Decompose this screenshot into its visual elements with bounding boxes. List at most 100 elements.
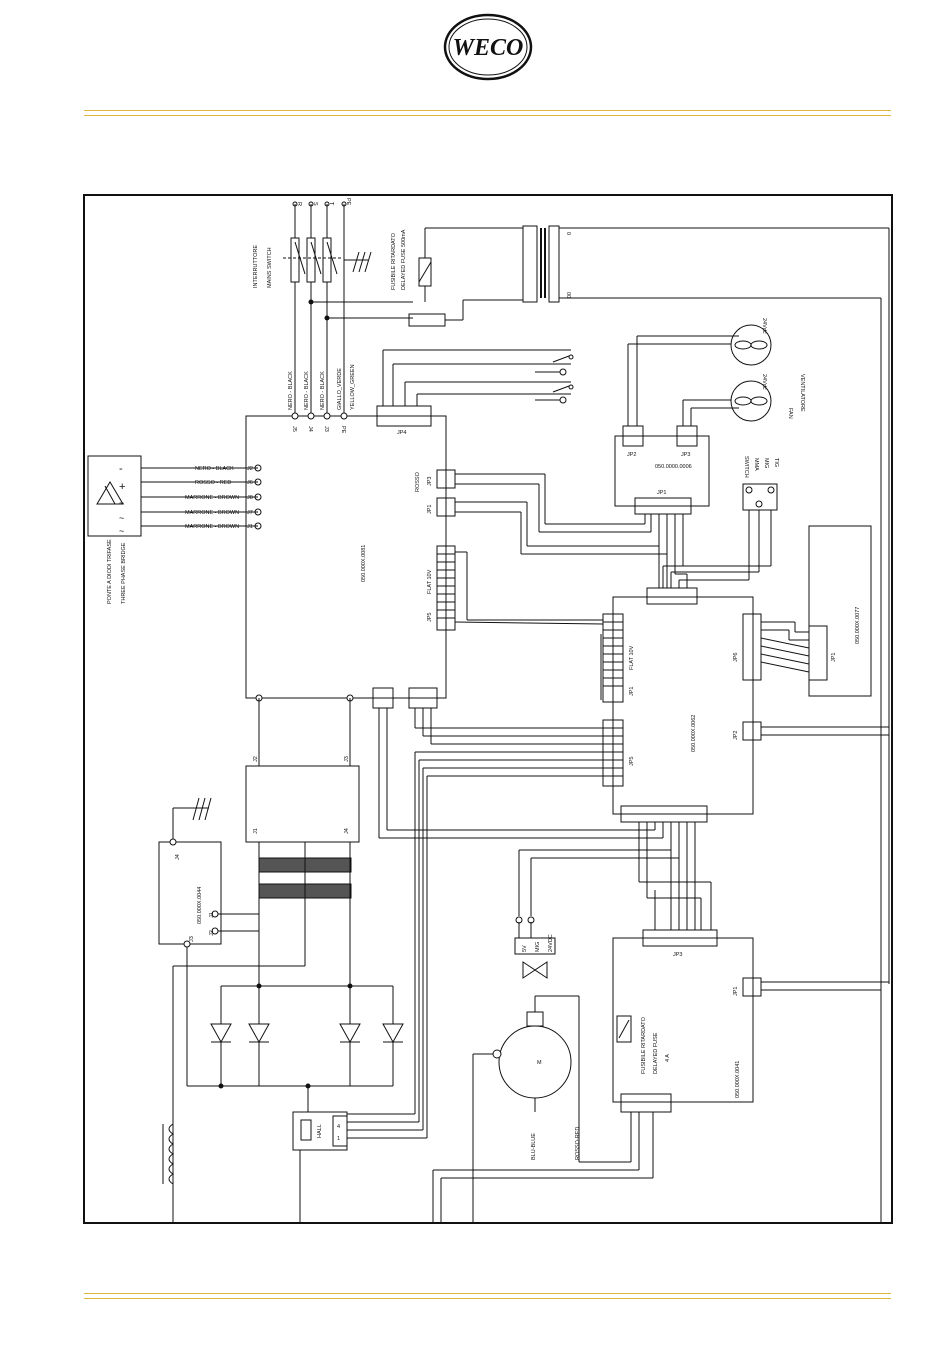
bridge-term-j2: J2: [247, 466, 253, 472]
aux-transformer: [522, 225, 890, 1222]
hf-board-code: 050.000X.0044: [197, 887, 203, 924]
fuse-500ma: [418, 227, 523, 302]
ctrl-jp2-label: JP2: [733, 731, 739, 740]
hf-j2-label: J2: [209, 930, 215, 936]
bridge-label-en: THREE PHASE BRIDGE: [121, 542, 127, 604]
switch-label: SWITCH: [743, 456, 749, 478]
bridge-wire-5: MARRONE - BROWN: [185, 524, 239, 530]
main-jp4-connector: [376, 405, 432, 427]
output-inductor: [162, 1123, 174, 1185]
panel-jp1-label: JP1: [831, 653, 837, 662]
out-j2-label: J2: [253, 756, 259, 762]
main-jp3-connector: [436, 469, 456, 489]
main-jp5-label: JP5: [427, 613, 433, 622]
pe-ground-symbol: [344, 251, 372, 273]
switch-tig: TIG: [773, 458, 779, 467]
wire-nero-2: NERO - BLACK: [304, 371, 310, 410]
bridge-term-j7: J7: [247, 510, 253, 516]
main-jp1-connector: [436, 497, 456, 517]
valve-5v-label: 5V: [522, 945, 528, 952]
ctrl-jp1-pins: [603, 621, 623, 687]
ctrl-jp2-connector: [742, 721, 762, 741]
flat-cable: [454, 551, 604, 700]
ctrl-jp5-label: JP5: [629, 757, 635, 766]
main-jp3-label: JP3: [427, 477, 433, 486]
motor-jp1-label: JP1: [733, 987, 739, 996]
control-board: [612, 596, 754, 815]
out-j4-label: J4: [344, 828, 350, 834]
wire-feed-motor: [432, 995, 654, 1222]
motor-board: [612, 937, 754, 1103]
transformer-out-label: 00: [565, 292, 571, 298]
main-jp1-label: JP1: [427, 505, 433, 514]
motor-fuse-amp: 4 A: [665, 1054, 671, 1062]
motor-jp3-connector: [642, 929, 718, 947]
bridge-wire-4: MARRONE - BROWN: [185, 510, 239, 516]
wire-rosso-red-label: ROSSO-RED: [575, 1127, 581, 1160]
connector-mains-tap: [408, 313, 446, 327]
ctrl-jp1-label: JP1: [629, 687, 635, 696]
terminal-j4: J4: [307, 426, 313, 432]
fan-volt-2: 24Vdc: [761, 374, 767, 390]
ctrl-jp5-connector: [602, 719, 624, 787]
header-rule: [84, 110, 891, 116]
ctrl-to-motor-wires: [638, 822, 712, 930]
motor-jp1-connector: [742, 977, 762, 997]
bridge-wire-2: ROSSO - RED: [195, 480, 231, 486]
switch-wires: [662, 510, 772, 588]
three-phase-bridge: - + ~ ~ ~: [87, 455, 142, 537]
svg-text:~: ~: [119, 513, 124, 523]
hall-pin-1: 1: [337, 1136, 340, 1142]
out-j1-label: J1: [253, 828, 259, 834]
main-to-fan-wires: [455, 473, 688, 588]
phase-t-label: T: [328, 202, 334, 206]
motor-fuse-it: FUSIBILE RITARDATO: [641, 1016, 647, 1074]
fan-volt-1: 24Vdc: [761, 318, 767, 334]
fan-jp1-connector: [634, 497, 692, 515]
ctrl-flat-label: FLAT 10V: [629, 645, 635, 670]
mode-switch: [742, 483, 778, 511]
hf-ground-symbol: [172, 797, 212, 839]
fan-jp3-connector: [676, 425, 698, 447]
main-jp5-flat-connector: [436, 545, 456, 631]
hall-pin-4: 4: [337, 1124, 340, 1130]
bridge-wire-3: MARRONE - BROWN: [185, 495, 239, 501]
gas-valve: [514, 822, 680, 979]
footer-rule: [84, 1293, 891, 1299]
ctrl-jp6-label: JP6: [733, 653, 739, 662]
fan-jp2-connector: [622, 425, 644, 447]
mains-switch-label-en: MAINS SWITCH: [267, 247, 273, 288]
switch-mig: MIG: [763, 458, 769, 468]
bridge-wire-1: NERO - BLACK: [195, 466, 234, 472]
bridge-term-j1: J1: [247, 524, 253, 530]
motor-fuse: [616, 1015, 632, 1043]
bridge-label-it: PONTE A DIODI TRIFASE: [107, 539, 113, 604]
panel-board-code: 050.000X.0077: [855, 607, 861, 644]
main-top-terminals: [291, 412, 348, 420]
hf-j1-label: J1: [209, 912, 215, 918]
main-power-board: [245, 415, 447, 699]
ctrl-jp5-pins: [603, 727, 623, 777]
mains-switch-contacts: [283, 237, 343, 283]
fan-board-code: 050.0000.0006: [655, 464, 692, 470]
motor-m-label: M: [537, 1060, 542, 1066]
transformer-in-label: 0: [565, 232, 571, 235]
bridge-term-j8: J8: [247, 495, 253, 501]
panel-board: [808, 525, 872, 697]
ctrl-jp1-flat-connector: [602, 613, 624, 703]
bridge-term-j6: J6: [247, 480, 253, 486]
mains-switch-label-it: INTERRUTTORE: [253, 245, 259, 288]
wire-blu-label: BLU-BLUE: [531, 1133, 537, 1160]
fan-jp2-label: JP2: [627, 452, 636, 458]
panel-jp1-connector: [808, 625, 828, 681]
output-diodes: [187, 983, 404, 1089]
wire-giallo-verde: GIALLO_VERDE: [337, 368, 343, 410]
fan-board: [614, 435, 710, 507]
motor-jp3-label: JP3: [673, 952, 682, 958]
main-to-ctrl-wires: [378, 708, 664, 839]
terminal-j3: J3: [323, 426, 329, 432]
hall-label: HALL: [317, 1124, 323, 1138]
output-transformer: [245, 765, 360, 843]
valve-24vdc-label: 24VDC: [548, 934, 554, 952]
svg-text:~: ~: [119, 498, 124, 508]
